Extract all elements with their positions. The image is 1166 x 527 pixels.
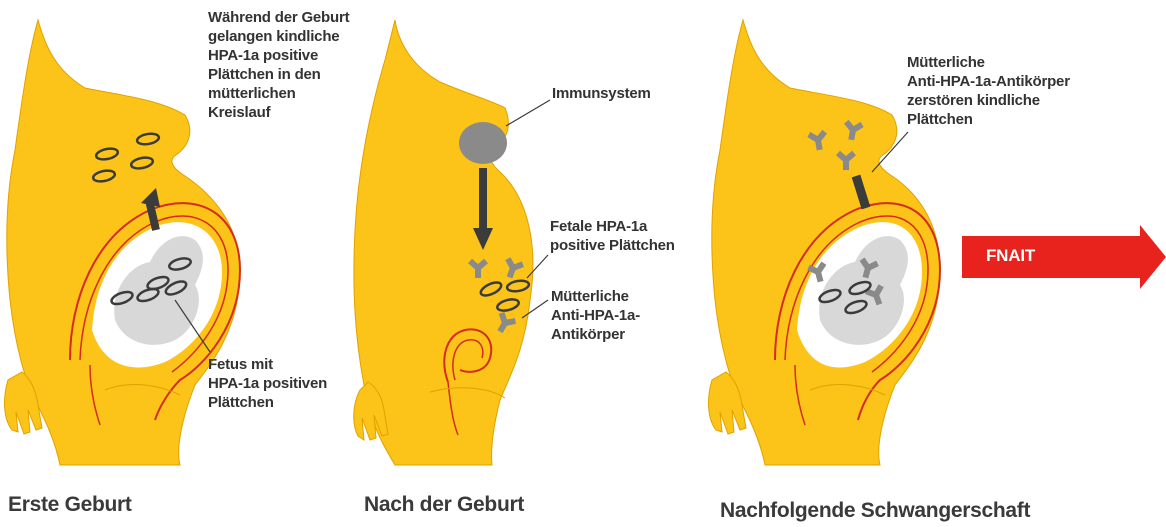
fnait-label: FNAIT (986, 246, 1035, 265)
label-fetus: Fetus mit HPA-1a positiven Plättchen (208, 355, 327, 412)
label-fetal-platelets: Fetale HPA-1a positive Plättchen (550, 217, 675, 255)
label-maternal-antibodies: Mütterliche Anti-HPA-1a- Antikörper (551, 287, 640, 344)
caption-after-birth: Nach der Geburt (364, 493, 524, 517)
caption-first-birth: Erste Geburt (8, 493, 132, 517)
woman-figure-2 (354, 20, 533, 465)
label-birth-transfer: Während der Geburt gelangen kindliche HP… (208, 8, 349, 122)
pregnant-woman-figure-1 (5, 20, 240, 465)
immune-system-blob (459, 122, 507, 164)
pregnant-woman-figure-3 (709, 20, 940, 465)
label-antibodies-destroy: Mütterliche Anti-HPA-1a-Antikörper zerst… (907, 53, 1070, 129)
label-immune-system: Immunsystem (552, 84, 651, 103)
leader-line-immune (506, 100, 550, 126)
caption-subsequent-pregnancy: Nachfolgende Schwangerschaft (720, 499, 1030, 523)
